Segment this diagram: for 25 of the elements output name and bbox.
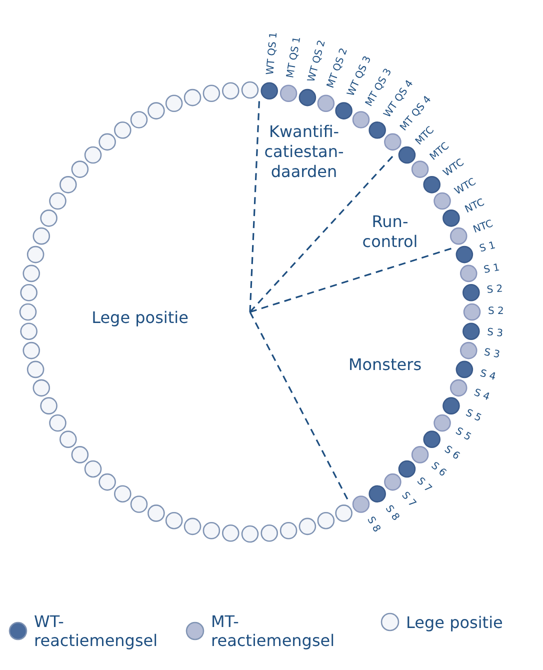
position-label: MT QS 1 <box>285 36 304 79</box>
position-label: S 3 <box>483 347 502 362</box>
position-label: S 3 <box>486 326 504 340</box>
sector-label: Run- control <box>361 212 419 252</box>
position-label: S 5 <box>453 426 473 444</box>
position-label: WT QS 1 <box>264 32 280 76</box>
position-label: NTC <box>463 198 486 217</box>
sector-label: Monsters <box>347 355 423 375</box>
legend-label: MT- reactiemengsel <box>211 612 336 650</box>
position-label: S 5 <box>463 407 483 425</box>
position-label: S 1 <box>478 240 497 256</box>
legend-label: Lege positie <box>406 612 503 632</box>
position-label: S 8 <box>382 504 401 524</box>
position-label: S 8 <box>364 515 382 535</box>
legend-label: WT- reactiemengsel <box>34 612 159 650</box>
position-label: S 1 <box>483 262 502 277</box>
sector-label: Lege positie <box>90 308 190 328</box>
position-label: S 6 <box>442 444 462 463</box>
position-label: S 4 <box>472 388 491 404</box>
position-label: S 2 <box>488 306 504 318</box>
position-label: NTC <box>472 218 494 236</box>
sector-label: Kwantifi- catiestan- daarden <box>263 122 345 182</box>
position-label: WT QS 2 <box>306 39 328 84</box>
position-label: S 4 <box>478 368 497 384</box>
position-label: S 2 <box>486 284 504 298</box>
